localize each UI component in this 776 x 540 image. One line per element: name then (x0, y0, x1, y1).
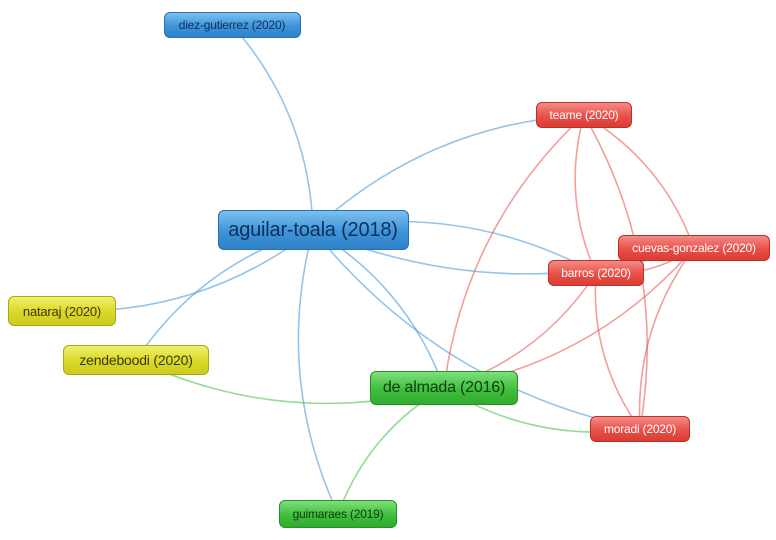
node-label: zendeboodi (2020) (79, 352, 193, 368)
node-teame[interactable]: teame (2020) (536, 102, 632, 128)
edge-aguilar-guimaraes (297, 229, 339, 515)
node-label: guimaraes (2019) (292, 507, 384, 521)
node-zende[interactable]: zendeboodi (2020) (63, 345, 209, 375)
node-diez[interactable]: diez-gutierrez (2020) (163, 12, 301, 38)
node-label: moradi (2020) (603, 422, 677, 436)
node-cuevas[interactable]: cuevas-gonzalez (2020) (618, 235, 770, 261)
edge-cuevas-moradi (638, 247, 695, 430)
edge-almada-guimaraes (337, 387, 445, 515)
node-almada[interactable]: de almada (2016) (370, 371, 518, 405)
node-moradi[interactable]: moradi (2020) (590, 416, 690, 442)
node-label: teame (2020) (549, 108, 619, 122)
edge-barros-moradi (594, 272, 641, 430)
edge-aguilar-moradi (312, 229, 641, 430)
edge-aguilar-diez (231, 24, 314, 231)
node-label: aguilar-toala (2018) (228, 218, 398, 241)
node-label: diez-gutierrez (2020) (178, 18, 286, 32)
node-aguilar[interactable]: aguilar-toala (2018) (217, 210, 409, 250)
node-label: cuevas-gonzalez (2020) (632, 241, 756, 255)
node-label: barros (2020) (561, 266, 631, 280)
node-nataraj[interactable]: nataraj (2020) (8, 296, 116, 326)
edge-teame-cuevas (583, 114, 695, 249)
node-guimaraes[interactable]: guimaraes (2019) (279, 500, 397, 528)
node-barros[interactable]: barros (2020) (548, 260, 644, 286)
edge-teame-barros (574, 114, 597, 274)
node-label: de almada (2016) (382, 379, 506, 396)
edge-teame-almada (443, 114, 585, 389)
node-label: nataraj (2020) (22, 303, 102, 319)
